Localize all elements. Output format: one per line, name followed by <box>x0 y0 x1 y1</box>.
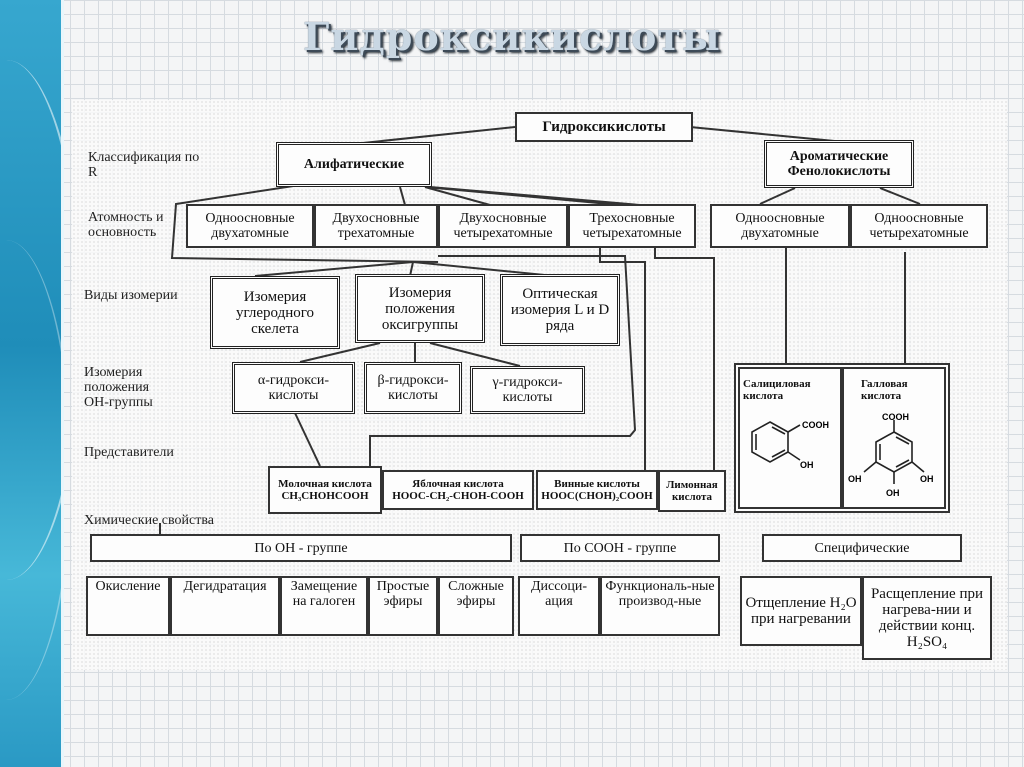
rep-citric: Лимонная кислота <box>658 470 726 512</box>
label-oh-position: Изомерия положения ОН-группы <box>84 365 153 410</box>
root-node: Гидроксикислоты <box>515 112 693 142</box>
rep-lactic-name: Молочная кислота <box>278 478 372 490</box>
gallic-oh-right: OH <box>920 474 934 484</box>
oh-isomer-alpha: α-гидрокси-кислоты <box>232 362 355 414</box>
aliphatic-group-1: Одноосновные двухатомные <box>186 204 314 248</box>
aromatic-group-2: Одноосновные четырехатомные <box>850 204 988 248</box>
rep-lactic: Молочная кислота CH₃CHOHCOOH <box>268 466 382 514</box>
salicylic-cooh: COOH <box>802 420 829 430</box>
rep-tartaric: Винные кислоты HOOC(CHOH)₂COOH <box>536 470 658 510</box>
isomerism-optical: Оптическая изомерия L и D ряда <box>500 274 620 346</box>
slide-title: Гидроксикислоты <box>303 14 721 59</box>
rep-salicylic-name: Салициловая кислота <box>743 378 811 402</box>
prop-esters: Сложные эфиры <box>438 576 514 636</box>
prop-derivatives: Функциональ-ные производ-ные <box>600 576 720 636</box>
aliphatic-group-3: Двухосновные четырехатомные <box>438 204 568 248</box>
aromatic-group-1: Одноосновные двухатомные <box>710 204 850 248</box>
prop-cleavage: Расщепление при нагрева-нии и действии к… <box>862 576 992 660</box>
label-isomerism-types: Виды изомерии <box>84 288 178 303</box>
prop-oxidation: Окисление <box>86 576 170 636</box>
label-classification: Классификация по R <box>88 150 200 180</box>
rep-malic-name: Яблочная кислота <box>412 478 504 490</box>
oh-isomer-beta: β-гидрокси-кислоты <box>364 362 462 414</box>
rep-malic: Яблочная кислота HOOC-CH₂-CHOH-COOH <box>382 470 534 510</box>
aliphatic-group-4: Трехосновные четырехатомные <box>568 204 696 248</box>
isomerism-skeleton: Изомерия углеродного скелета <box>210 276 340 349</box>
salicylic-oh: OH <box>800 460 814 470</box>
prop-dissociation: Диссоци-ация <box>518 576 600 636</box>
label-chem-properties: Химические свойства <box>84 513 214 528</box>
rep-gallic-name: Галловая кислота <box>861 378 908 402</box>
oh-isomer-gamma: γ-гидрокси-кислоты <box>470 366 585 414</box>
label-atomicity: Атомность и основность <box>88 210 164 240</box>
rep-tartaric-name: Винные кислоты <box>554 478 640 490</box>
gallic-oh-bottom: OH <box>886 488 900 498</box>
prop-water-elimination: Отщепление H₂O при нагревании <box>740 576 862 646</box>
class-aromatic: Ароматические Фенолокислоты <box>764 140 914 188</box>
prop-dehydration: Дегидратация <box>170 576 280 636</box>
rep-gallic: Галловая кислота <box>842 367 946 509</box>
props-by-oh: По ОН - группе <box>90 534 512 562</box>
isomerism-position: Изомерия положения оксигруппы <box>355 274 485 343</box>
label-representatives: Представители <box>84 445 174 460</box>
aliphatic-group-2: Двухосновные трехатомные <box>314 204 438 248</box>
decorative-sidebar <box>0 0 64 767</box>
gallic-structure: COOH OH OH OH <box>848 412 934 498</box>
rep-tartaric-formula: HOOC(CHOH)₂COOH <box>541 490 653 502</box>
rep-lactic-formula: CH₃CHOHCOOH <box>281 490 369 502</box>
gallic-oh-left: OH <box>848 474 862 484</box>
rep-malic-formula: HOOC-CH₂-CHOH-COOH <box>392 490 524 502</box>
gallic-cooh: COOH <box>882 412 909 422</box>
props-by-cooh: По СООН - группе <box>520 534 720 562</box>
prop-halogen: Замещение на галоген <box>280 576 368 636</box>
salicylic-structure: COOH OH <box>751 420 829 470</box>
sidebar-edge <box>61 0 64 767</box>
props-specific: Специфические <box>762 534 962 562</box>
prop-ethers: Простые эфиры <box>368 576 438 636</box>
rep-citric-name: Лимонная кислота <box>666 479 718 503</box>
class-aliphatic: Алифатические <box>276 142 432 187</box>
